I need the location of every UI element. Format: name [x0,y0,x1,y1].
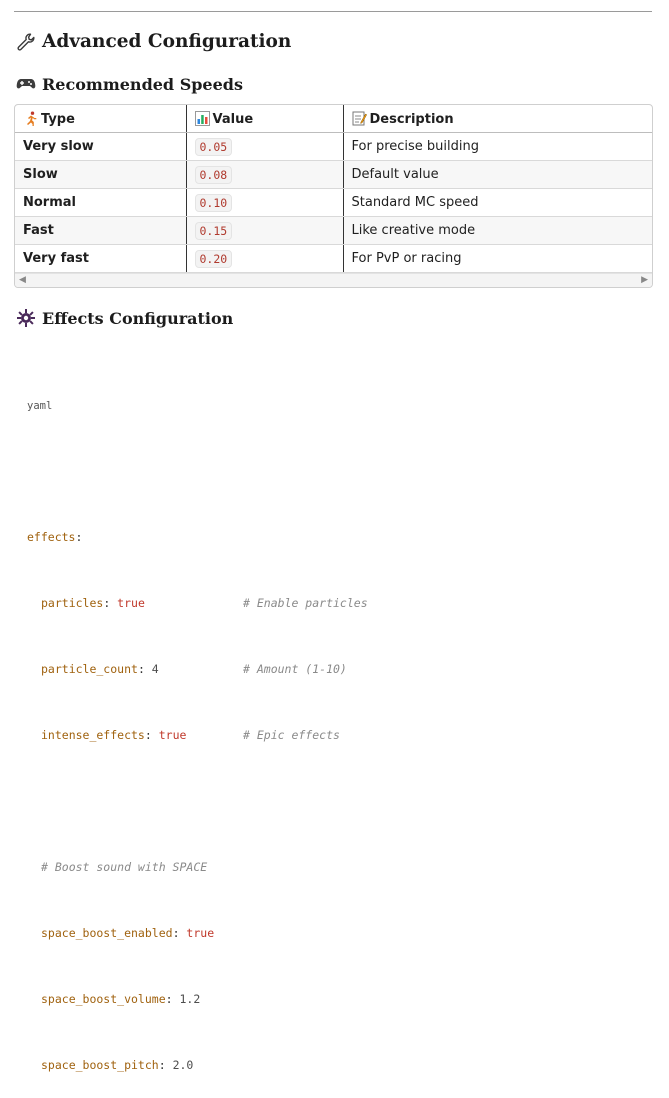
cell-value: 0.15 [186,216,344,245]
code-line: particles: true# Enable particles [41,596,368,610]
code-line: space_boost_volume: 1.2 [41,992,201,1006]
header-type: Type [15,105,187,133]
table-row: Slow 0.08 Default value [15,160,652,189]
cell-description: For precise building [343,132,652,161]
effects-heading: Effects Configuration [16,308,233,328]
table-row: Very fast 0.20 For PvP or racing [15,244,652,273]
code-block: yaml effects: particles: true# Enable pa… [27,350,368,1098]
horizontal-scrollbar[interactable]: ◀ ▶ [15,273,652,287]
memo-icon [352,111,367,126]
code-line: particle_count: 4# Amount (1-10) [41,662,347,676]
cell-value: 0.05 [186,132,344,161]
effects-heading-text: Effects Configuration [42,308,234,328]
table-row: Very slow 0.05 For precise building [15,132,652,161]
code-line: # Boost sound with SPACE [41,860,208,874]
scroll-right-icon[interactable]: ▶ [641,275,648,285]
code-line: space_boost_enabled: true [41,926,215,940]
code-line: effects: [27,530,83,544]
value-code: 0.08 [194,165,233,184]
bar-chart-icon [194,110,210,126]
cell-description: Like creative mode [343,216,652,245]
cell-value: 0.20 [186,244,344,273]
speeds-table-container[interactable]: Type Value [14,104,653,288]
code-line: intense_effects: true# Epic effects [41,728,340,742]
value-code: 0.05 [194,137,233,156]
gamepad-icon [16,74,36,94]
sparkle-gear-icon [16,308,36,328]
cell-description: Default value [343,160,652,189]
cell-type: Normal [15,188,187,217]
cell-value: 0.08 [186,160,344,189]
cell-value: 0.10 [186,188,344,217]
value-code: 0.20 [194,249,233,268]
code-line: space_boost_pitch: 2.0 [41,1058,194,1072]
code-language-label: yaml [27,400,53,412]
running-person-icon [23,111,38,127]
top-divider [14,11,652,12]
value-code: 0.15 [194,221,233,240]
table-row: Normal 0.10 Standard MC speed [15,188,652,217]
header-description: Description [343,105,652,133]
cell-type: Slow [15,160,187,189]
table-header-row: Type Value [15,105,652,133]
page-title-text: Advanced Configuration [42,31,292,52]
header-value: Value [186,105,344,133]
speeds-heading-text: Recommended Speeds [42,74,243,94]
wrench-icon [16,32,36,52]
cell-type: Fast [15,216,187,245]
cell-description: For PvP or racing [343,244,652,273]
table-row: Fast 0.15 Like creative mode [15,216,652,245]
scroll-left-icon[interactable]: ◀ [19,275,26,285]
cell-type: Very fast [15,244,187,273]
speeds-table: Type Value [15,105,652,273]
cell-description: Standard MC speed [343,188,652,217]
page-title: Advanced Configuration [16,31,291,52]
speeds-heading: Recommended Speeds [16,74,243,94]
value-code: 0.10 [194,193,233,212]
cell-type: Very slow [15,132,187,161]
